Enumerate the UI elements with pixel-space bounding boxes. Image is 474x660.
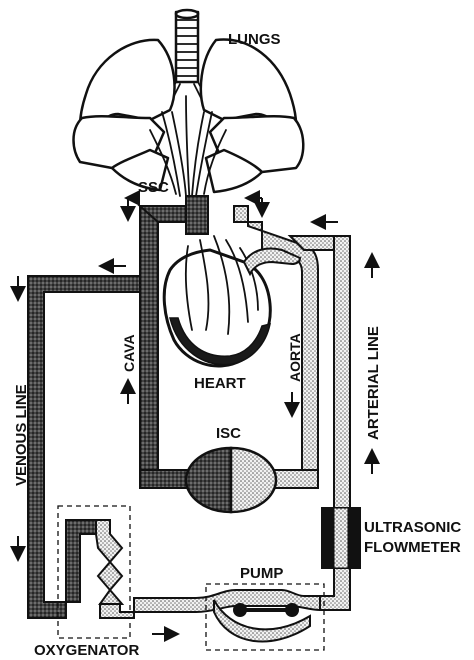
label-pump: PUMP — [240, 565, 283, 582]
oxygenator-coil — [96, 520, 122, 604]
isc-right-half — [231, 448, 276, 512]
isc-chamber — [186, 448, 276, 512]
flowmeter-inner — [334, 508, 348, 568]
label-ssc: SSC — [138, 179, 169, 196]
venous-into-oxygenator — [66, 520, 96, 602]
label-heart: HEART — [194, 375, 246, 392]
heart — [164, 236, 300, 366]
label-venous-line: VENOUS LINE — [13, 384, 30, 486]
label-flowmeter: FLOWMETER — [364, 539, 461, 556]
venous-line — [28, 276, 140, 618]
svc-junction — [186, 196, 208, 234]
label-lungs: LUNGS — [228, 31, 281, 48]
label-arterial-line: ARTERIAL LINE — [365, 326, 382, 440]
cava-vessel — [140, 206, 158, 470]
label-cava: CAVA — [121, 334, 137, 372]
label-aorta: AORTA — [287, 333, 303, 382]
label-ultrasonic: ULTRASONIC — [364, 519, 461, 536]
isc-left-half — [186, 448, 231, 512]
pump-roller-right — [285, 603, 299, 617]
pump-roller-left — [233, 603, 247, 617]
label-oxygenator: OXYGENATOR — [34, 642, 139, 659]
label-isc: ISC — [216, 425, 241, 442]
